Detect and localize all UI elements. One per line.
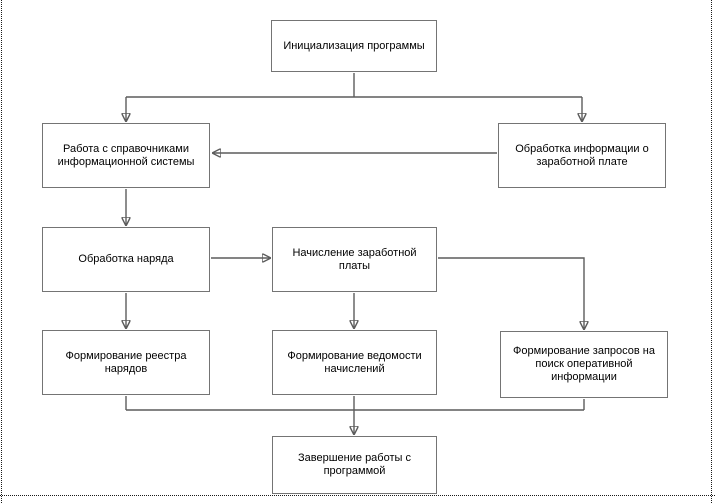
node-salary-info-processing: Обработка информации о заработной плате xyxy=(498,123,666,188)
node-label: Обработка информации о заработной плате xyxy=(515,142,649,168)
node-label: Формирование реестра нарядов xyxy=(65,349,187,375)
page-boundary-bottom xyxy=(0,495,715,496)
node-order-processing: Обработка наряда xyxy=(42,227,210,292)
node-label: Работа с справочниками информационной си… xyxy=(57,142,195,168)
node-order-register-formation: Формирование реестра нарядов xyxy=(42,330,210,395)
node-salary-accrual: Начисление заработной платы xyxy=(272,227,437,292)
node-label: Формирование запросов на поиск оперативн… xyxy=(513,345,655,383)
page-boundary-right xyxy=(711,0,712,503)
node-accrual-statement-formation: Формирование ведомости начислений xyxy=(272,330,437,395)
node-label: Обработка наряда xyxy=(78,253,174,265)
node-work-with-dictionaries: Работа с справочниками информационной си… xyxy=(42,123,210,188)
connector-accrual-to-requests xyxy=(438,257,584,329)
node-label: Завершение работы с программой xyxy=(298,452,411,477)
node-label: Начисление заработной платы xyxy=(292,246,417,272)
node-program-completion: Завершение работы с программой xyxy=(272,436,437,494)
node-label: Формирование ведомости начислений xyxy=(287,349,422,375)
node-label: Инициализация программы xyxy=(283,39,425,52)
node-operational-info-requests: Формирование запросов на поиск оперативн… xyxy=(500,331,668,398)
node-program-initialization: Инициализация программы xyxy=(271,20,437,72)
page-boundary-left xyxy=(1,0,2,503)
